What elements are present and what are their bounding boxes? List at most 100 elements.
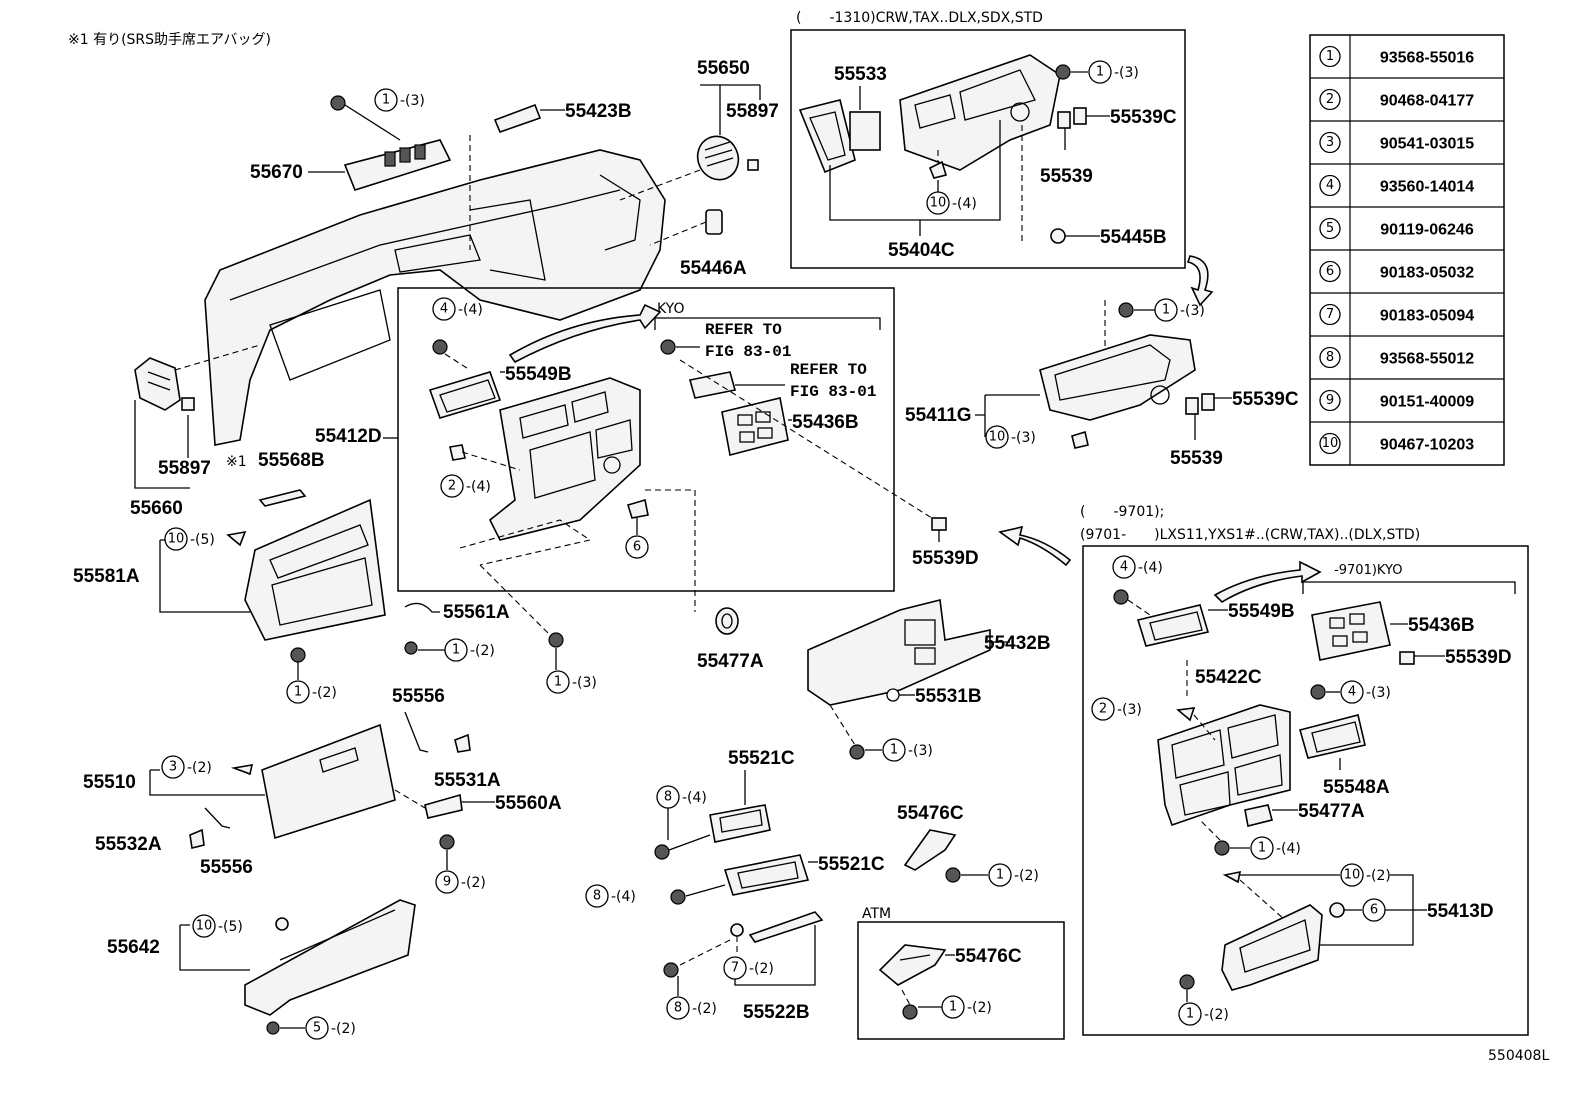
- table-part-number: 93560-14014: [1380, 179, 1474, 196]
- table-num: 10: [1322, 436, 1339, 451]
- svg-text:4: 4: [1348, 685, 1356, 700]
- label-55521C-top: 55521C: [728, 748, 795, 769]
- screw-icon: [849, 744, 865, 760]
- clip-icon: [275, 917, 289, 931]
- label-55539-mid: 55539: [1170, 448, 1223, 469]
- screw-icon: [1179, 974, 1195, 990]
- table-part-number: 90468-04177: [1380, 93, 1474, 110]
- callout-1: 1: [941, 995, 965, 1019]
- grommet-icon: [1329, 902, 1345, 918]
- table-num: 5: [1326, 221, 1334, 236]
- table-part-number: 90183-05032: [1380, 265, 1474, 282]
- label-55412D: 55412D: [315, 426, 382, 447]
- label-55531B: 55531B: [915, 686, 982, 707]
- glovebox-55510: [261, 723, 396, 840]
- svg-text:6: 6: [633, 540, 641, 555]
- svg-text:-(2): -(2): [187, 760, 212, 776]
- grommet-55477A-2: [1244, 804, 1273, 827]
- callout-1: 1: [444, 638, 468, 662]
- pocket-55549B: [428, 371, 502, 419]
- label-55548A: 55548A: [1323, 777, 1390, 798]
- svg-text:-(4): -(4): [1138, 560, 1163, 576]
- table-callout-1: [1319, 45, 1341, 68]
- label-55436B-2: 55436B: [1408, 615, 1475, 636]
- table-num: 2: [1326, 92, 1334, 107]
- svg-text:-(3): -(3): [1011, 430, 1036, 446]
- screw-icon: [1214, 840, 1230, 856]
- svg-text:-(4): -(4): [466, 479, 491, 495]
- kyo-group-box: [397, 287, 895, 592]
- svg-text:1: 1: [554, 675, 562, 690]
- label-55404C: 55404C: [888, 240, 955, 261]
- label-55549B: 55549B: [505, 364, 572, 385]
- label-55413D: 55413D: [1427, 901, 1494, 922]
- grommet-55477A: [715, 607, 739, 635]
- label-55568B: 55568B: [258, 450, 325, 471]
- callout-1: 1: [1088, 60, 1112, 84]
- label-55581A: 55581A: [73, 566, 140, 587]
- svg-text:-(4): -(4): [458, 302, 483, 318]
- panel-55432B: [807, 599, 991, 706]
- callout-3: 3: [161, 755, 185, 779]
- switch-panel-55436B-2: [1311, 601, 1391, 661]
- screw-icon: [660, 339, 676, 355]
- callout-1: 1: [374, 88, 398, 112]
- svg-text:-(4): -(4): [611, 889, 636, 905]
- svg-text:1: 1: [949, 1000, 957, 1015]
- bottom-right-group-box: [1082, 545, 1529, 1036]
- callout-5: 5: [305, 1016, 329, 1040]
- label-55446A: 55446A: [680, 258, 747, 279]
- part-6: [626, 498, 649, 519]
- bumper-55531A: [454, 733, 471, 753]
- frame-55581A: [244, 498, 386, 641]
- svg-text:-(3): -(3): [1180, 303, 1205, 319]
- table-num: 3: [1326, 135, 1334, 150]
- svg-text:9: 9: [443, 875, 451, 890]
- table-num: 1: [1326, 49, 1334, 64]
- bezel-55412D: [488, 377, 641, 541]
- svg-text:-(2): -(2): [470, 643, 495, 659]
- screw-icon: [404, 641, 418, 655]
- label-55897-top: 55897: [726, 101, 779, 122]
- callout-4: 4: [432, 297, 456, 321]
- table-callout-2: [1319, 88, 1341, 111]
- svg-text:-(2): -(2): [1204, 1007, 1229, 1023]
- screw-icon: [432, 339, 448, 355]
- table-part-number: 90467-10203: [1380, 437, 1474, 454]
- handle-55522B: [748, 911, 824, 943]
- clip-icon: [1176, 707, 1196, 722]
- refer-fig-2: FIG 83-01: [790, 383, 876, 401]
- bezel-55422C: [1157, 704, 1291, 827]
- cluster-bezel-55404C: [899, 54, 1061, 171]
- callout-10: 10: [926, 191, 950, 215]
- callout-10: 10: [164, 527, 188, 551]
- label-55476C-atm: 55476C: [955, 946, 1022, 967]
- label-55539D: 55539D: [912, 548, 979, 569]
- latch-55560A: [424, 793, 463, 819]
- callout-1: 1: [546, 670, 570, 694]
- label-55539D-2: 55539D: [1445, 647, 1512, 668]
- label-55411G: 55411G: [905, 405, 972, 426]
- bottom-right-kyo: ( -9701)KYO: [1303, 563, 1402, 578]
- screw-icon: [1055, 64, 1071, 80]
- clip-icon: [928, 160, 948, 179]
- clip-icon: [449, 444, 466, 461]
- callout-7: 7: [723, 956, 747, 980]
- svg-text:-(2): -(2): [331, 1021, 356, 1037]
- vent-55670: [343, 139, 452, 191]
- label-55445B: 55445B: [1100, 227, 1167, 248]
- svg-text:-(5): -(5): [218, 919, 243, 935]
- label-55539C-mid: 55539C: [1232, 389, 1299, 410]
- svg-text:-(4): -(4): [1276, 841, 1301, 857]
- vent-55660: [134, 357, 181, 411]
- clip-icon: [230, 764, 254, 776]
- table-callout-10: [1319, 432, 1341, 455]
- svg-text:10: 10: [930, 196, 947, 211]
- svg-text:-(4): -(4): [952, 196, 977, 212]
- label-55642: 55642: [107, 937, 160, 958]
- label-55560A: 55560A: [495, 793, 562, 814]
- clip-icon: [226, 530, 247, 547]
- clip-55539D-2: [1399, 651, 1415, 665]
